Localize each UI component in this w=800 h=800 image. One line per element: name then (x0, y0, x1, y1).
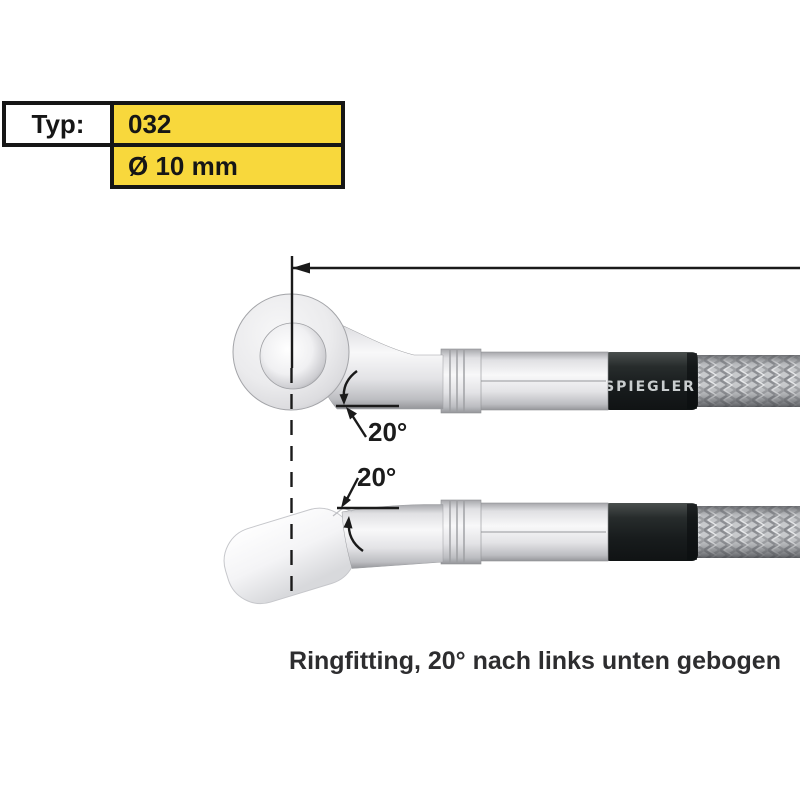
braided-hose-side (688, 506, 800, 558)
angle-callout-side: 20° (337, 462, 399, 552)
braided-hose-top (688, 355, 800, 407)
diameter-value: Ø 10 mm (128, 150, 238, 181)
dimension-annotations: 20° 20° (290, 256, 800, 600)
angle-label-side: 20° (357, 462, 396, 492)
caption: Ringfitting, 20° nach links unten geboge… (289, 647, 781, 675)
angle-label-top: 20° (368, 417, 407, 447)
type-label-cell: Typ: (2, 101, 114, 147)
hose-top-view: SPIEGLER (232, 293, 800, 414)
sleeve-top: SPIEGLER (604, 352, 698, 410)
banjo-tube-side (341, 504, 444, 569)
crimp-fitting-top (440, 348, 609, 414)
crimp-fitting-side (440, 499, 609, 565)
type-value: 032 (128, 108, 172, 139)
sleeve-side (604, 503, 698, 561)
angle-callout-top: 20° (336, 370, 407, 447)
hose-side-view (223, 499, 800, 605)
dimension-arrowhead-left (292, 262, 310, 274)
type-label: Typ: (31, 108, 85, 139)
brand-logo-text: SPIEGLER (604, 379, 696, 395)
diameter-value-cell: Ø 10 mm (110, 143, 345, 189)
